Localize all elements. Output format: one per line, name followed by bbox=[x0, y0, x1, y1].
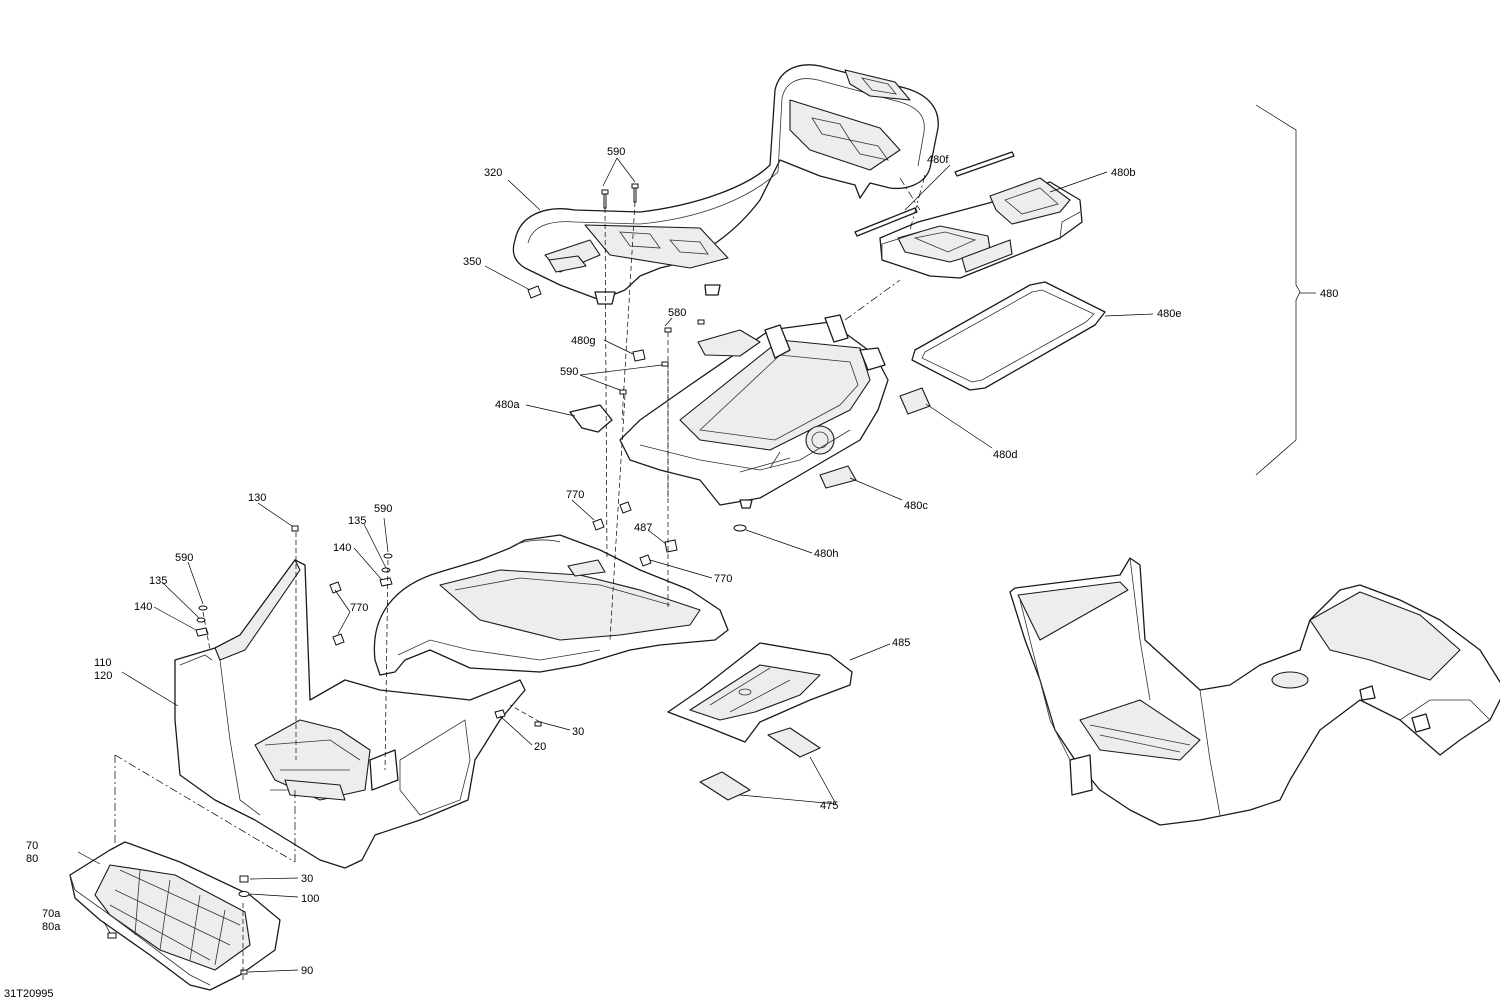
callout-480e: 480e bbox=[1157, 308, 1181, 320]
callout-590-l1: 590 bbox=[175, 552, 193, 564]
callout-590-top: 590 bbox=[607, 146, 625, 158]
callout-320: 320 bbox=[484, 167, 502, 179]
callout-480f: 480f bbox=[927, 154, 949, 166]
callout-480g: 480g bbox=[571, 335, 595, 347]
callout-590-l2: 590 bbox=[374, 503, 392, 515]
callout-90: 90 bbox=[301, 965, 313, 977]
callout-110: 110 bbox=[94, 657, 112, 669]
footrest bbox=[69, 841, 281, 991]
callout-475: 475 bbox=[820, 800, 838, 812]
callout-80a: 80a bbox=[42, 921, 61, 933]
callout-135-r: 135 bbox=[348, 515, 366, 527]
callout-30-a: 30 bbox=[572, 726, 584, 738]
callout-350: 350 bbox=[463, 256, 481, 268]
callout-485: 485 bbox=[892, 637, 910, 649]
rear-fender bbox=[373, 534, 729, 676]
callout-100: 100 bbox=[301, 893, 319, 905]
storage-lid bbox=[879, 177, 1083, 279]
callout-80: 80 bbox=[26, 853, 38, 865]
callout-770-c: 770 bbox=[350, 602, 368, 614]
lid-strips bbox=[854, 151, 1015, 237]
callout-480c: 480c bbox=[904, 500, 928, 512]
callout-labels: 320 590 480f 480b 350 580 480 480e 480g … bbox=[26, 146, 1338, 977]
callout-487: 487 bbox=[634, 522, 652, 534]
callout-30-b: 30 bbox=[301, 873, 313, 885]
callout-130: 130 bbox=[248, 492, 266, 504]
callout-480b: 480b bbox=[1111, 167, 1135, 179]
callout-480d: 480d bbox=[993, 449, 1017, 461]
callout-70a: 70a bbox=[42, 908, 61, 920]
latch-480d bbox=[899, 387, 931, 415]
fasteners bbox=[107, 183, 747, 975]
callout-580: 580 bbox=[668, 307, 686, 319]
callout-70: 70 bbox=[26, 840, 38, 852]
assembly-lines bbox=[114, 174, 926, 980]
group-bracket-480 bbox=[1255, 104, 1301, 476]
callout-590-mid: 590 bbox=[560, 366, 578, 378]
callout-140-l: 140 bbox=[134, 601, 152, 613]
diagram-reference-number: 31T20995 bbox=[4, 988, 54, 1000]
rear-rack bbox=[512, 64, 939, 305]
latch-480c bbox=[819, 465, 857, 489]
pads-475 bbox=[699, 727, 821, 801]
storage-box bbox=[569, 314, 889, 509]
callout-20: 20 bbox=[534, 741, 546, 753]
panel-485 bbox=[667, 642, 853, 743]
lid-gasket bbox=[911, 281, 1106, 391]
callout-770-b: 770 bbox=[714, 573, 732, 585]
callout-480: 480 bbox=[1320, 288, 1338, 300]
callout-770-a: 770 bbox=[566, 489, 584, 501]
callout-140-r: 140 bbox=[333, 542, 351, 554]
assembled-view bbox=[1009, 557, 1500, 826]
callout-480a: 480a bbox=[495, 399, 520, 411]
callout-120: 120 bbox=[94, 670, 112, 682]
callout-480h: 480h bbox=[814, 548, 838, 560]
leader-lines bbox=[77, 157, 1316, 973]
callout-135-l: 135 bbox=[149, 575, 167, 587]
side-body-panel bbox=[174, 559, 526, 869]
